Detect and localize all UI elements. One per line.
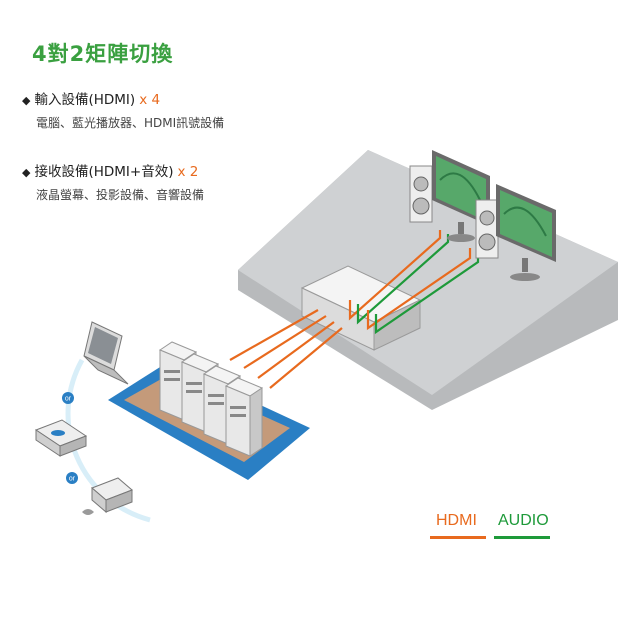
hdmi-cable: [229, 309, 319, 361]
hdmi-input-cables: [229, 309, 343, 389]
laptop-icon: [83, 321, 129, 385]
source-arc: [65, 358, 151, 523]
legend-audio-line: [494, 536, 550, 539]
legend-hdmi-label: HDMI: [436, 512, 477, 529]
diamond-bullet-icon: ◆: [22, 94, 31, 107]
output-devices-desc: 液晶螢幕、投影設備、音響設備: [36, 188, 205, 202]
or-badge: [62, 392, 74, 404]
or-badge-text: or: [65, 396, 72, 403]
monitor-icon: [496, 184, 556, 281]
table-surface: [238, 150, 618, 395]
hdmi-cable: [366, 248, 472, 331]
speaker-icon: [409, 165, 433, 223]
output-devices-qty: x 2: [177, 164, 199, 180]
speaker-icon: [475, 199, 499, 259]
input-devices-desc: 電腦、藍光播放器、HDMI訊號設備: [36, 116, 225, 130]
input-devices-label: 輸入設備(HDMI): [34, 92, 136, 108]
diamond-bullet-icon: ◆: [22, 166, 31, 179]
game-console-icon: [82, 477, 133, 515]
hdmi-cable: [269, 327, 343, 389]
hdmi-cable: [243, 315, 327, 369]
bluray-player-icon: [34, 419, 88, 457]
input-devices-qty: x 4: [139, 92, 161, 108]
or-badge: [66, 472, 78, 484]
hdmi-cable: [348, 230, 442, 321]
pc-tower-icon: [224, 377, 264, 457]
hdmi-cable: [257, 321, 335, 379]
output-devices-label: 接收設備(HDMI+音效): [34, 164, 174, 180]
gamepad-icon: [82, 509, 94, 515]
or-badge-text: or: [69, 476, 76, 483]
legend-hdmi-line: [430, 536, 486, 539]
page-title: 4對2矩陣切換: [32, 42, 174, 66]
output-devices-item: ◆接收設備(HDMI+音效)x 2: [22, 160, 198, 180]
matrix-switch-side: [373, 299, 421, 351]
input-devices-item: ◆輸入設備(HDMI)x 4: [22, 88, 160, 108]
legend-audio-label: AUDIO: [498, 512, 549, 529]
